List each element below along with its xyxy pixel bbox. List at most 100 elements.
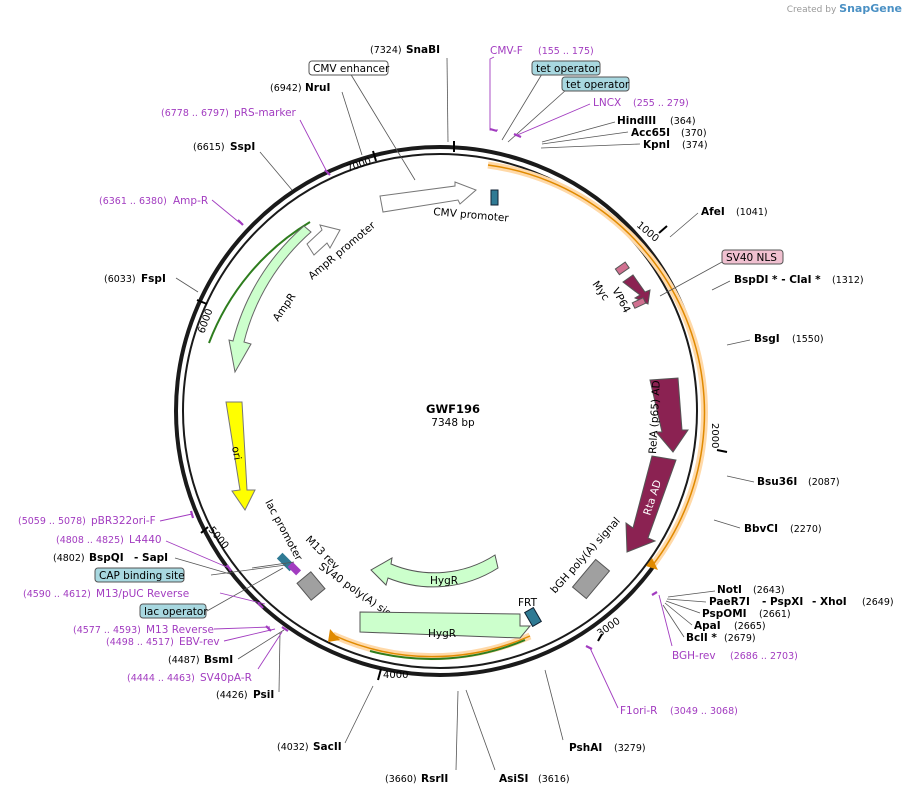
feature-label-rela-ad: RelA (p65) AD (647, 380, 663, 454)
primer-leader-lines (159, 56, 673, 709)
site-pshai[interactable]: PshAI (569, 742, 602, 754)
backbone-inner (182, 153, 698, 669)
primer-m13-reverse[interactable]: M13 Reverse (146, 624, 214, 636)
site-bsgi[interactable]: BsgI (754, 333, 780, 345)
site-acc65i[interactable]: Acc65I (631, 127, 670, 139)
site-sacii[interactable]: SacII (313, 741, 342, 753)
primer-pos-amp-r: (6361 .. 6380) (99, 196, 167, 207)
primer-amp-r[interactable]: Amp-R (173, 195, 208, 207)
site-bspqi[interactable]: BspQI (89, 552, 124, 564)
tick-7000 (372, 150, 377, 162)
ori-arrow[interactable] (225, 401, 256, 511)
site-bsu36i[interactable]: Bsu36I (757, 476, 797, 488)
site-rsrii[interactable]: RsrII (421, 773, 448, 785)
site-fspi[interactable]: FspI (141, 273, 166, 285)
snapgene-credit: Created by SnapGene (786, 2, 902, 15)
site-nrui[interactable]: NruI (305, 82, 330, 94)
site-pos-bspdi-clai: (1312) (832, 275, 864, 286)
site-sspi[interactable]: SspI (230, 141, 255, 153)
hygr-arrow-2[interactable] (359, 611, 532, 639)
site-snabi[interactable]: SnaBI (406, 44, 440, 56)
snapgene-logo: SnapGene (839, 2, 902, 15)
primer-pos-lncx: (255 .. 279) (633, 98, 689, 109)
leader-lines (174, 57, 755, 771)
label-tet-operator-1: tet operator (536, 63, 600, 75)
rela-ad-arrow[interactable] (649, 377, 689, 453)
box-tet-operator-1[interactable] (531, 60, 601, 76)
nls-tag[interactable] (631, 297, 647, 309)
feature-label-cmv-promoter: CMV promoter (433, 206, 510, 225)
cmv-promoter-arrow[interactable] (379, 181, 477, 213)
plasmid-length: 7348 bp (431, 417, 475, 429)
site-kpni[interactable]: KpnI (643, 139, 670, 151)
box-lac-operator[interactable] (139, 603, 207, 619)
myc-tag[interactable] (614, 261, 630, 276)
orf-arc-1-head (646, 558, 658, 570)
primer-ebv-rev[interactable]: EBV-rev (179, 636, 220, 648)
site-paer7i[interactable]: PaeR7I (709, 596, 750, 608)
bgh-polya-block[interactable] (571, 558, 611, 600)
primer-bgh-rev[interactable]: BGH-rev (672, 650, 716, 662)
box-sv40-nls[interactable] (721, 249, 784, 265)
site-apai[interactable]: ApaI (694, 620, 721, 632)
primer-f1ori-r[interactable]: F1ori-R (620, 705, 657, 717)
site-bspdi-clai[interactable]: BspDI * - ClaI * (734, 274, 821, 286)
feature-label-hygr-1: HygR (430, 575, 458, 587)
feature-label-frt: FRT (518, 597, 538, 609)
site-bcli[interactable]: BclI * (686, 632, 717, 644)
primer-sv40pa-r[interactable]: SV40pA-R (200, 672, 252, 684)
site-pos-acc65i: (370) (681, 128, 707, 139)
site-bbvci[interactable]: BbvCI (744, 523, 778, 535)
site-pos-hindiii: (364) (670, 116, 696, 127)
orf-arc-2-head (328, 629, 340, 642)
site-bsmi[interactable]: BsmI (204, 654, 233, 666)
site-pos-nrui: (6942) (270, 83, 302, 94)
label-tet-operator-2: tet operator (566, 79, 630, 91)
site-noti[interactable]: NotI (717, 584, 742, 596)
primer-m13-puc-reverse[interactable]: M13/pUC Reverse (96, 588, 189, 600)
orf-arc-2-line (332, 634, 531, 658)
site-pos-noti: (2643) (753, 585, 785, 596)
sv40-polya-block[interactable] (296, 571, 326, 601)
tick-2000 (716, 449, 728, 453)
m13-feature[interactable] (287, 561, 302, 576)
site-pos-psii: (4426) (216, 690, 248, 701)
hygr-arrow-1[interactable] (370, 554, 499, 588)
site-pos-pspomi: (2661) (759, 609, 791, 620)
rta-ad-arrow[interactable] (625, 455, 677, 553)
box-tet-operator-2[interactable] (561, 76, 630, 92)
site-pos-bsu36i: (2087) (808, 477, 840, 488)
primer-pos-sv40pa-r: (4444 .. 4463) (127, 673, 195, 684)
ampr-arrow[interactable] (228, 225, 312, 374)
site-psii[interactable]: PsiI (253, 689, 274, 701)
primer-l4440[interactable]: L4440 (129, 534, 162, 546)
primer-prs-marker[interactable]: pRS-marker (234, 107, 297, 119)
site-xhoi[interactable]: - XhoI (812, 596, 847, 608)
primer-pbr322ori-f[interactable]: pBR322ori-F (91, 515, 156, 527)
site-pos-snabi: (7324) (370, 45, 402, 56)
ampr-promoter-arrow[interactable] (306, 224, 341, 256)
site-afei[interactable]: AfeI (701, 206, 725, 218)
tick-5000 (200, 526, 209, 534)
box-cmv-enhancer[interactable] (308, 60, 389, 76)
site-pos-fspi: (6033) (104, 274, 136, 285)
box-cap-binding-site[interactable] (94, 567, 185, 583)
frt-feature[interactable] (523, 606, 543, 628)
tick-1000 (658, 225, 668, 234)
vp64-arrow[interactable] (622, 274, 651, 305)
primer-cmv-f[interactable]: CMV-F (490, 45, 523, 57)
site-asisi[interactable]: AsiSI (499, 773, 528, 785)
tick-4000 (377, 668, 382, 681)
tick-3000 (597, 633, 603, 642)
primer-lncx[interactable]: LNCX (593, 97, 621, 109)
ampr-arc (208, 221, 311, 344)
primer-pos-bgh-rev: (2686 .. 2703) (730, 651, 798, 662)
site-sapi[interactable]: - SapI (134, 552, 168, 564)
tick-label-7000: 7000 (345, 156, 373, 175)
site-pspomi[interactable]: PspOMI (702, 608, 747, 620)
cmv-small-feature[interactable] (490, 189, 499, 206)
feature-label-ampr: AmpR (271, 291, 299, 324)
primer-pos-cmv-f: (155 .. 175) (538, 46, 594, 57)
site-pspxi[interactable]: - PspXI (762, 596, 803, 608)
site-hindiii[interactable]: HindIII (617, 115, 656, 127)
